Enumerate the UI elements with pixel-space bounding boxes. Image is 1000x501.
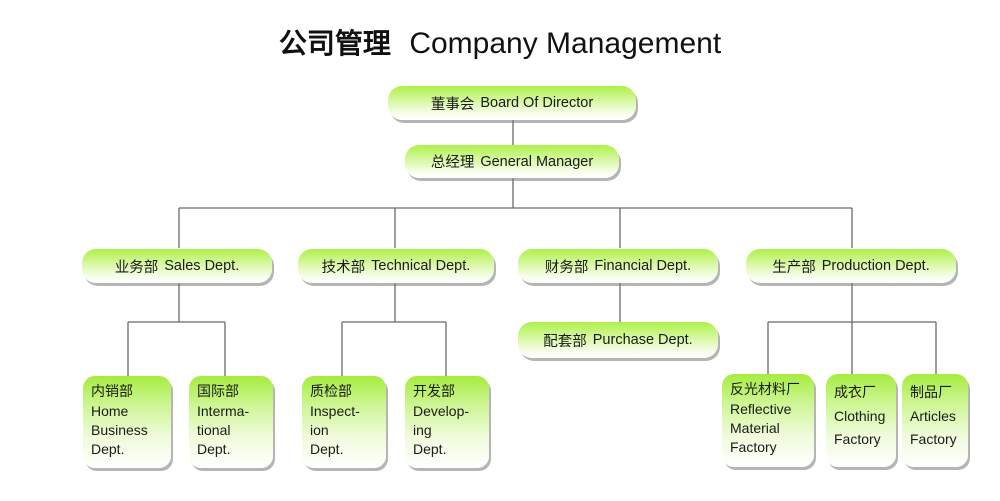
developing-label-cn: 开发部 — [413, 384, 455, 400]
sales-label-en: Sales Dept. — [164, 258, 240, 274]
financial-label-en: Financial Dept. — [594, 258, 692, 274]
title-english: Company Management — [409, 27, 722, 60]
articles-label-en: Articles Factory — [910, 408, 957, 447]
reflective-label-cn: 反光材料厂 — [730, 382, 800, 398]
node-international-dept: 国际部 Interma- tional Dept. — [189, 376, 273, 468]
node-reflective-material-factory: 反光材料厂 Reflective Material Factory — [722, 374, 814, 467]
international-label-en: Interma- tional Dept. — [197, 403, 250, 457]
international-label-cn: 国际部 — [197, 384, 239, 400]
node-articles-factory: 制品厂 Articles Factory — [902, 374, 968, 467]
node-board-of-director: 董事会 Board Of Director — [388, 86, 636, 120]
inspection-label-en: Inspect- ion Dept. — [310, 403, 360, 457]
node-general-manager: 总经理 General Manager — [405, 145, 619, 178]
node-technical-dept: 技术部 Technical Dept. — [298, 249, 494, 283]
developing-label-en: Develop- ing Dept. — [413, 403, 470, 457]
sales-label-cn: 业务部 — [114, 259, 159, 276]
articles-label-cn: 制品厂 — [910, 385, 952, 401]
board-label-cn: 董事会 — [430, 96, 475, 113]
technical-label-cn: 技术部 — [321, 259, 366, 276]
technical-label-en: Technical Dept. — [371, 258, 471, 274]
purchase-label-en: Purchase Dept. — [592, 332, 693, 348]
clothing-label-en: Clothing Factory — [834, 408, 886, 447]
clothing-label-cn: 成衣厂 — [834, 385, 876, 401]
node-financial-dept: 财务部 Financial Dept. — [518, 249, 718, 283]
inspection-label-cn: 质检部 — [310, 384, 352, 400]
node-developing-dept: 开发部 Develop- ing Dept. — [405, 376, 489, 468]
node-production-dept: 生产部 Production Dept. — [746, 249, 956, 283]
title-chinese: 公司管理 — [278, 27, 391, 60]
gm-label-en: General Manager — [480, 153, 594, 170]
node-inspection-dept: 质检部 Inspect- ion Dept. — [302, 376, 386, 468]
page-title: 公司管理 Company Management — [0, 22, 1000, 62]
production-label-en: Production Dept. — [821, 258, 930, 274]
purchase-label-cn: 配套部 — [543, 333, 587, 350]
board-label-en: Board Of Director — [480, 95, 594, 111]
reflective-label-en: Reflective Material Factory — [730, 401, 792, 455]
node-clothing-factory: 成衣厂 Clothing Factory — [826, 374, 896, 467]
node-home-business-dept: 内销部 Home Business Dept. — [83, 376, 171, 468]
node-sales-dept: 业务部 Sales Dept. — [82, 249, 272, 283]
home-business-label-cn: 内销部 — [91, 384, 133, 400]
financial-label-cn: 财务部 — [544, 259, 589, 276]
gm-label-cn: 总经理 — [430, 155, 475, 171]
node-purchase-dept: 配套部 Purchase Dept. — [518, 322, 718, 358]
home-business-label-en: Home Business Dept. — [91, 403, 148, 457]
production-label-cn: 生产部 — [772, 259, 816, 276]
